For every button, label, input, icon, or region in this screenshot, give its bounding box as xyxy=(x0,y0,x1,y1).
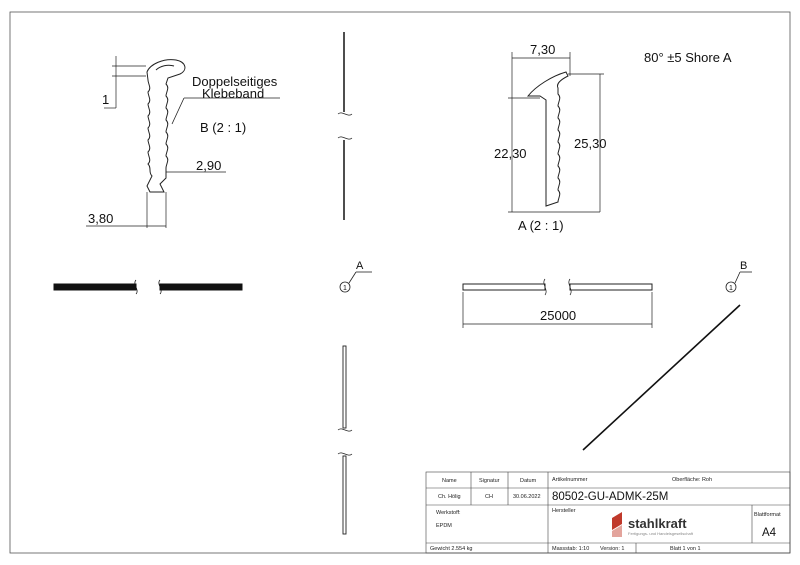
detail-a-label: A (2 : 1) xyxy=(518,218,564,233)
detail-b-label: B (2 : 1) xyxy=(200,120,246,135)
detail-b-note-line1: Doppelseitiges xyxy=(192,74,278,89)
section-marker-a xyxy=(339,271,372,293)
tb-row-datum: 30.06.2022 xyxy=(513,494,541,500)
tb-artikelnummer-label: Artikelnummer xyxy=(552,477,588,483)
tb-blatt: Blatt 1 von 1 xyxy=(670,546,701,552)
isometric-view-line xyxy=(582,304,741,451)
tb-hersteller-label: Hersteller xyxy=(552,508,576,514)
bottom-vertical-view xyxy=(337,345,353,535)
detail-b-view xyxy=(86,56,280,228)
marker-a-number: 1 xyxy=(343,285,347,292)
drawing-frame xyxy=(9,11,791,554)
tb-row-signatur: CH xyxy=(485,494,493,500)
logo-tagline: Fertigungs- und Handelsgesellschaft xyxy=(628,531,694,536)
shore-hardness-note: 80° ±5 Shore A xyxy=(644,50,732,65)
detail-a-dim-top: 7,30 xyxy=(530,42,555,57)
logo-mark xyxy=(612,512,622,530)
length-dimension: 25000 xyxy=(540,308,576,323)
tb-gewicht: Gewicht 2.554 kg xyxy=(430,546,473,552)
tb-col-signatur: Signatur xyxy=(479,478,500,484)
detail-b-profile xyxy=(146,59,186,193)
detail-a-view xyxy=(508,52,604,213)
tb-massstab: Massstab: 1:10 xyxy=(552,546,589,552)
detail-b-dim-base: 3,80 xyxy=(88,211,113,226)
top-vertical-view xyxy=(337,32,353,220)
detail-a-dim-left: 22,30 xyxy=(494,146,527,161)
right-horizontal-view xyxy=(462,278,653,328)
tb-oberflaeche: Oberfläche: Roh xyxy=(672,477,712,483)
tb-werkstoff: EPDM xyxy=(436,523,452,529)
tb-version: Version: 1 xyxy=(600,546,624,552)
stahlkraft-logo: stahlkraft Fertigungs- und Handelsgesell… xyxy=(612,512,694,537)
marker-a-letter: A xyxy=(356,260,364,272)
marker-b-number: 1 xyxy=(729,285,733,292)
tb-blattformat: A4 xyxy=(762,527,777,539)
detail-b-dim-lip: 1 xyxy=(102,92,109,107)
section-marker-b xyxy=(725,271,752,293)
tb-col-datum: Datum xyxy=(520,478,537,484)
tb-artikelnummer: 80502-GU-ADMK-25M xyxy=(552,491,668,503)
tb-row-name: Ch. Hölig xyxy=(438,494,461,500)
marker-b-letter: B xyxy=(740,260,747,272)
left-horizontal-view xyxy=(53,279,243,295)
tb-werkstoff-label: Werkstoff: xyxy=(436,510,461,516)
detail-a-profile xyxy=(526,71,569,207)
tb-col-name: Name xyxy=(442,478,457,484)
logo-name: stahlkraft xyxy=(628,516,687,531)
title-block xyxy=(425,471,791,554)
detail-b-dim-width: 2,90 xyxy=(196,158,221,173)
detail-b-note-line2: Klebeband xyxy=(202,86,264,101)
detail-a-dim-right: 25,30 xyxy=(574,136,607,151)
tb-blattformat-label: Blattformat xyxy=(754,512,781,518)
